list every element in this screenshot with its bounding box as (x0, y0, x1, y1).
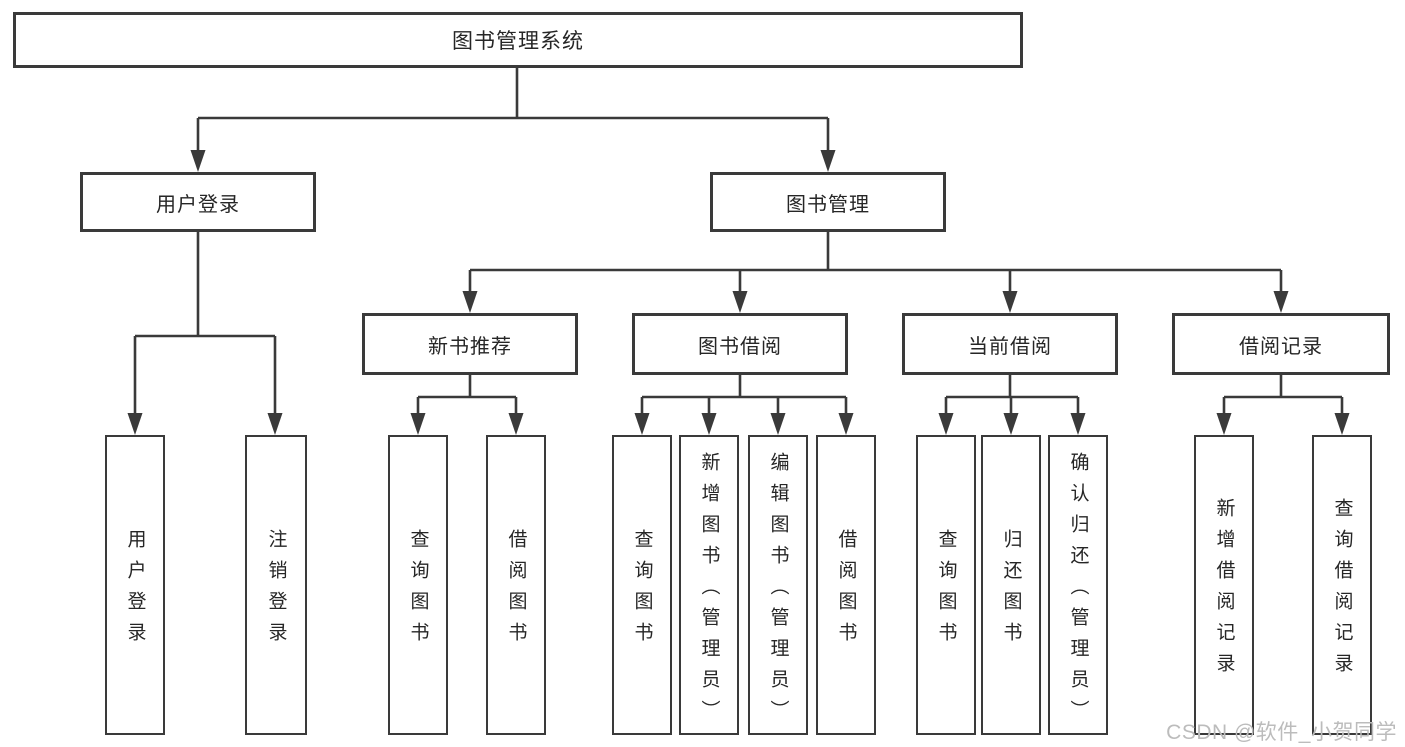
node-borrow-records: 借阅记录 (1172, 313, 1390, 375)
leaf-label: 查询图书 (631, 529, 653, 653)
leaf-label: 查询图书 (407, 529, 429, 653)
leaf-edit-book-admin: 编辑图书（管理员） (748, 435, 808, 735)
leaf-label: 用户登录 (124, 529, 146, 653)
node-label: 借阅记录 (1239, 335, 1323, 358)
leaf-label: 查询借阅记录 (1331, 498, 1353, 684)
leaf-label: 查询图书 (935, 529, 957, 653)
node-book-management: 图书管理 (710, 172, 946, 232)
leaf-query-book-recommend: 查询图书 (388, 435, 448, 735)
leaf-label: 借阅图书 (835, 529, 857, 653)
node-label: 当前借阅 (968, 335, 1052, 358)
node-user-login: 用户登录 (80, 172, 316, 232)
leaf-logout: 注销登录 (245, 435, 307, 735)
leaf-query-book-borrow: 查询图书 (612, 435, 672, 735)
leaf-label: 新增借阅记录 (1213, 498, 1235, 684)
leaf-label: 确认归还（管理员） (1067, 451, 1089, 731)
leaf-add-borrow-record: 新增借阅记录 (1194, 435, 1254, 735)
leaf-borrow-book-recommend: 借阅图书 (486, 435, 546, 735)
node-label: 用户登录 (156, 193, 240, 216)
leaf-label: 新增图书（管理员） (698, 451, 720, 731)
leaf-query-book-current: 查询图书 (916, 435, 976, 735)
leaf-borrow-book: 借阅图书 (816, 435, 876, 735)
watermark: CSDN @软件_小贺同学 (1166, 721, 1397, 744)
leaf-add-book-admin: 新增图书（管理员） (679, 435, 739, 735)
leaf-label: 借阅图书 (505, 529, 527, 653)
leaf-user-login: 用户登录 (105, 435, 165, 735)
leaf-confirm-return-admin: 确认归还（管理员） (1048, 435, 1108, 735)
leaf-label: 注销登录 (265, 529, 287, 653)
node-label: 图书管理 (786, 193, 870, 216)
leaf-query-borrow-record: 查询借阅记录 (1312, 435, 1372, 735)
node-label: 图书借阅 (698, 335, 782, 358)
node-label: 新书推荐 (428, 335, 512, 358)
node-label: 图书管理系统 (452, 30, 584, 53)
leaf-return-book: 归还图书 (981, 435, 1041, 735)
leaf-label: 归还图书 (1000, 529, 1022, 653)
node-new-book-recommend: 新书推荐 (362, 313, 578, 375)
leaf-label: 编辑图书（管理员） (767, 451, 789, 731)
node-library-management-system: 图书管理系统 (13, 12, 1023, 68)
node-current-borrow: 当前借阅 (902, 313, 1118, 375)
node-book-borrow: 图书借阅 (632, 313, 848, 375)
